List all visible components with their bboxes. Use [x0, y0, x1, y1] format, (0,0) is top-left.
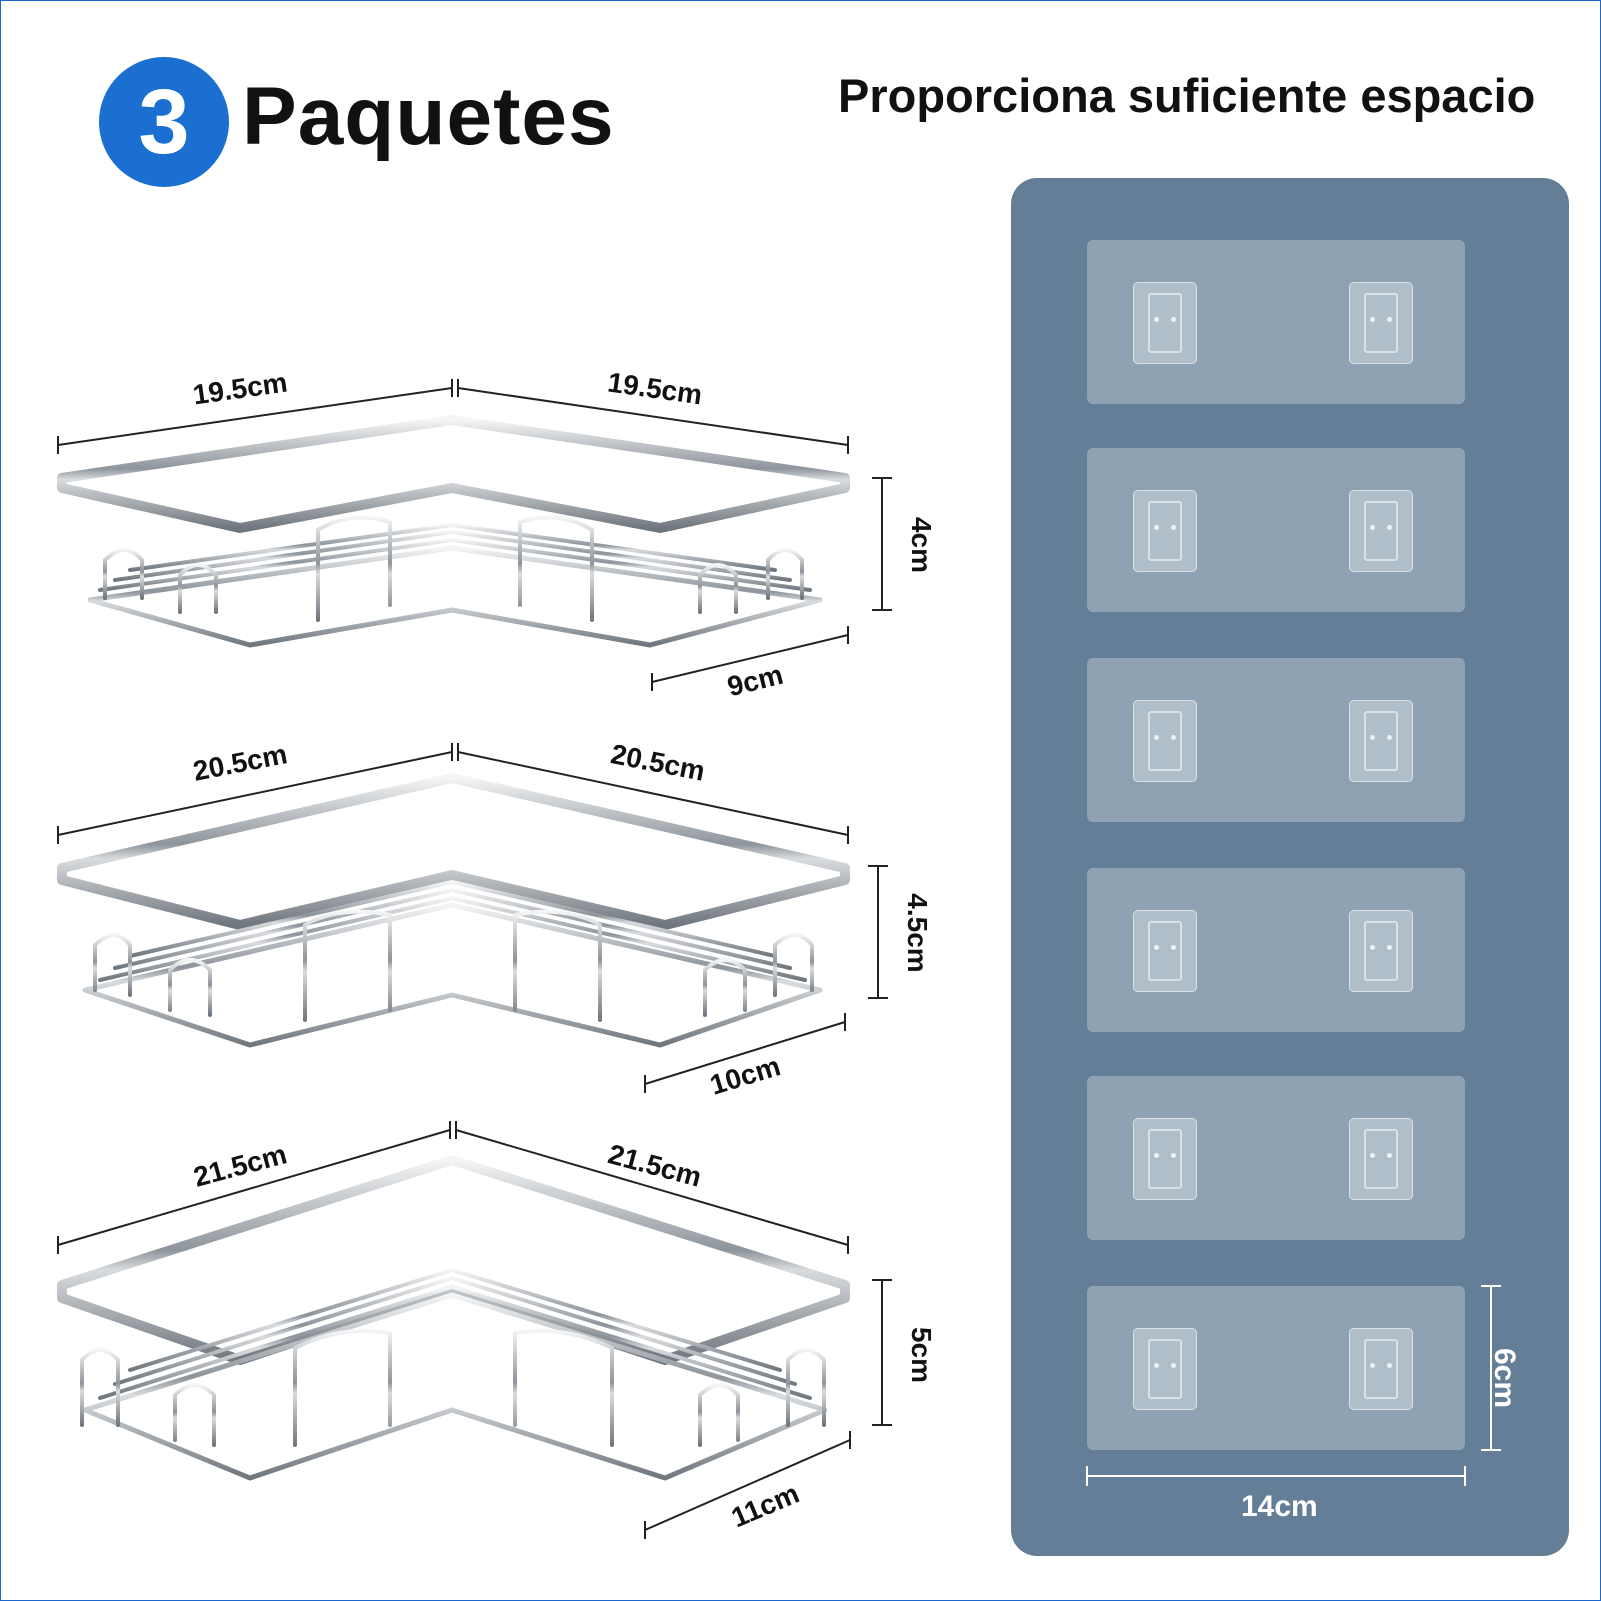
shelf-large: 21.5cm 21.5cm 5cm 11cm — [57, 1121, 937, 1539]
shelf-small-left-length: 19.5cm — [191, 367, 289, 411]
shelf-small-height: 4cm — [906, 517, 937, 573]
hook-icon — [1133, 1118, 1197, 1200]
adhesive-strip — [1087, 1076, 1465, 1240]
shelf-large-left-length: 21.5cm — [190, 1138, 290, 1193]
pack-count-badge: 3 — [99, 57, 229, 187]
adhesive-strip — [1087, 1286, 1465, 1450]
shelf-large-height: 5cm — [906, 1327, 937, 1383]
hook-icon — [1349, 700, 1413, 782]
adhesive-strip — [1087, 448, 1465, 612]
shelf-large-depth: 11cm — [727, 1478, 804, 1534]
strip-width-label: 14cm — [1241, 1490, 1318, 1523]
shelf-small-right-length: 19.5cm — [606, 367, 704, 411]
hook-icon — [1349, 1118, 1413, 1200]
shelf-medium-height: 4.5cm — [902, 893, 933, 972]
pack-title: Paquetes — [242, 71, 615, 162]
space-heading: Proporciona suficiente espacio — [838, 69, 1536, 122]
shelf-large-right-length: 21.5cm — [605, 1138, 705, 1193]
adhesive-strip — [1087, 240, 1465, 404]
hook-icon — [1349, 490, 1413, 572]
shelf-small: 19.5cm 19.5cm 4cm 9cm — [57, 367, 937, 703]
shelf-medium-left-length: 20.5cm — [191, 738, 290, 787]
shelf-medium-right-length: 20.5cm — [608, 738, 707, 787]
shelf-medium: 20.5cm 20.5cm 4.5cm 10cm — [57, 738, 933, 1101]
hook-icon — [1349, 282, 1413, 364]
hook-icon — [1133, 1328, 1197, 1410]
shelf-medium-depth: 10cm — [706, 1050, 784, 1101]
shelf-small-depth: 9cm — [724, 659, 786, 703]
hook-icon — [1349, 910, 1413, 992]
hook-icon — [1133, 700, 1197, 782]
shelves-illustration: 19.5cm 19.5cm 4cm 9cm 20.5cm 20.5cm — [57, 367, 937, 1539]
adhesive-strip — [1087, 658, 1465, 822]
hook-icon — [1133, 490, 1197, 572]
adhesive-hooks-panel: 6cm 14cm — [1011, 178, 1569, 1556]
strip-height-label: 6cm — [1488, 1348, 1521, 1409]
adhesive-strip — [1087, 868, 1465, 1032]
hook-icon — [1349, 1328, 1413, 1410]
hook-icon — [1133, 282, 1197, 364]
strip-dimension-lines — [1086, 1285, 1501, 1486]
hook-icon — [1133, 910, 1197, 992]
